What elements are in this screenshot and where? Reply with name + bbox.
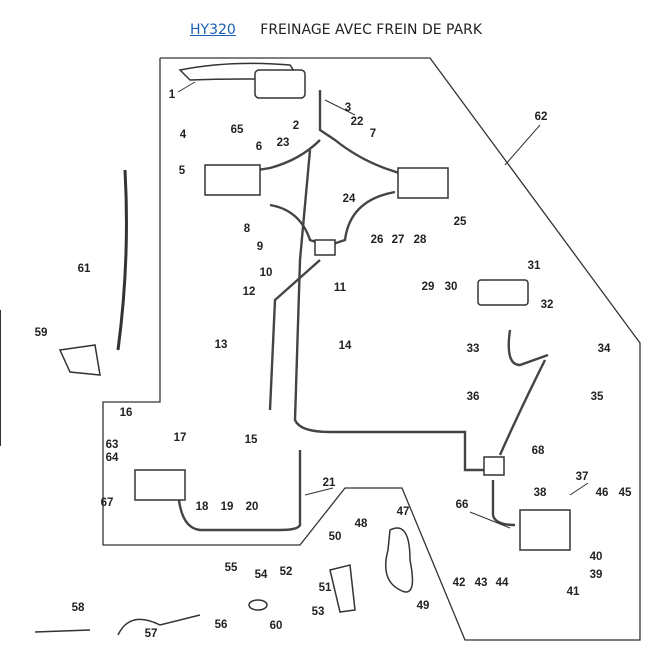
callout-6: 6 <box>255 141 263 153</box>
callout-65: 65 <box>230 124 244 136</box>
callout-52: 52 <box>279 566 293 578</box>
callout-13: 13 <box>214 339 228 351</box>
callout-15: 15 <box>244 434 258 446</box>
bracket-49 <box>385 527 414 593</box>
callout-4: 4 <box>179 129 187 141</box>
part-60 <box>248 599 268 611</box>
brake-line-front-right <box>329 190 396 247</box>
brake-line-12 <box>268 259 321 411</box>
callout-27: 27 <box>391 234 405 246</box>
callout-32: 32 <box>540 299 554 311</box>
callout-7: 7 <box>369 128 377 140</box>
callout-21: 21 <box>322 477 336 489</box>
callout-34: 34 <box>597 343 611 355</box>
callout-8: 8 <box>243 223 251 235</box>
left-edge-divider <box>0 310 1 446</box>
callout-47: 47 <box>396 506 410 518</box>
callout-62: 62 <box>534 111 548 123</box>
junction-block-11 <box>314 239 336 256</box>
callout-3: 3 <box>344 102 352 114</box>
callout-48: 48 <box>354 518 368 530</box>
caliper-front-left <box>204 164 261 196</box>
caliper-rear-left <box>134 469 186 501</box>
callout-44: 44 <box>495 577 509 589</box>
callout-66: 66 <box>455 499 469 511</box>
brake-line-14 <box>293 149 490 472</box>
reservoir-31 <box>477 279 529 306</box>
callout-24: 24 <box>342 193 356 205</box>
callout-5: 5 <box>178 165 186 177</box>
callout-51: 51 <box>318 582 332 594</box>
callout-33: 33 <box>466 343 480 355</box>
callout-61: 61 <box>77 263 91 275</box>
callout-25: 25 <box>453 216 467 228</box>
callout-29: 29 <box>421 281 435 293</box>
master-cylinder <box>254 69 306 99</box>
callout-23: 23 <box>276 137 290 149</box>
callout-46: 46 <box>595 487 609 499</box>
callout-39: 39 <box>589 569 603 581</box>
brake-line-front-left <box>269 203 326 247</box>
callout-53: 53 <box>311 606 325 618</box>
brake-line-left <box>244 139 321 174</box>
callout-12: 12 <box>242 286 256 298</box>
callout-9: 9 <box>256 241 264 253</box>
brake-line-33 <box>507 329 549 367</box>
callout-19: 19 <box>220 501 234 513</box>
caliper-rear-right <box>519 509 571 551</box>
callout-67: 67 <box>100 497 114 509</box>
callout-28: 28 <box>413 234 427 246</box>
callout-60: 60 <box>269 620 283 632</box>
callout-26: 26 <box>370 234 384 246</box>
brake-line-21 <box>176 450 302 532</box>
callout-10: 10 <box>259 267 273 279</box>
callout-55: 55 <box>224 562 238 574</box>
brake-line-36 <box>498 359 547 456</box>
callout-22: 22 <box>350 116 364 128</box>
callout-17: 17 <box>173 432 187 444</box>
callout-35: 35 <box>590 391 604 403</box>
callout-16: 16 <box>119 407 133 419</box>
diagram-title: FREINAGE AVEC FREIN DE PARK <box>260 22 483 38</box>
callout-56: 56 <box>214 619 228 631</box>
callout-50: 50 <box>328 531 342 543</box>
parking-lever-59 <box>58 344 101 376</box>
callout-38: 38 <box>533 487 547 499</box>
callout-31: 31 <box>527 260 541 272</box>
callout-58: 58 <box>71 602 85 614</box>
caliper-front-right <box>397 167 449 199</box>
callout-59: 59 <box>34 327 48 339</box>
callout-36: 36 <box>466 391 480 403</box>
junction-block-68 <box>483 456 505 476</box>
cable-58 <box>34 629 91 633</box>
callout-68: 68 <box>531 445 545 457</box>
callout-42: 42 <box>452 577 466 589</box>
callout-14: 14 <box>338 340 352 352</box>
part-code-link[interactable]: HY320 <box>190 22 236 38</box>
callout-2: 2 <box>292 120 300 132</box>
callout-40: 40 <box>589 551 603 563</box>
lever-51 <box>329 564 356 613</box>
callout-57: 57 <box>144 628 158 640</box>
cable-57 <box>117 614 201 636</box>
callout-54: 54 <box>254 569 268 581</box>
callout-64: 64 <box>105 452 119 464</box>
callout-20: 20 <box>245 501 259 513</box>
callout-18: 18 <box>195 501 209 513</box>
callout-63: 63 <box>105 439 119 451</box>
callout-1: 1 <box>168 89 176 101</box>
callout-45: 45 <box>618 487 632 499</box>
brake-line-66 <box>491 480 516 527</box>
brake-line-main <box>318 90 406 177</box>
callout-49: 49 <box>416 600 430 612</box>
callout-43: 43 <box>474 577 488 589</box>
callout-30: 30 <box>444 281 458 293</box>
callout-41: 41 <box>566 586 580 598</box>
callout-37: 37 <box>575 471 589 483</box>
assembly-outline <box>102 57 641 641</box>
header: HY320 FREINAGE AVEC FREIN DE PARK <box>190 22 482 38</box>
parking-cable-61 <box>116 169 128 351</box>
callout-11: 11 <box>333 282 347 294</box>
